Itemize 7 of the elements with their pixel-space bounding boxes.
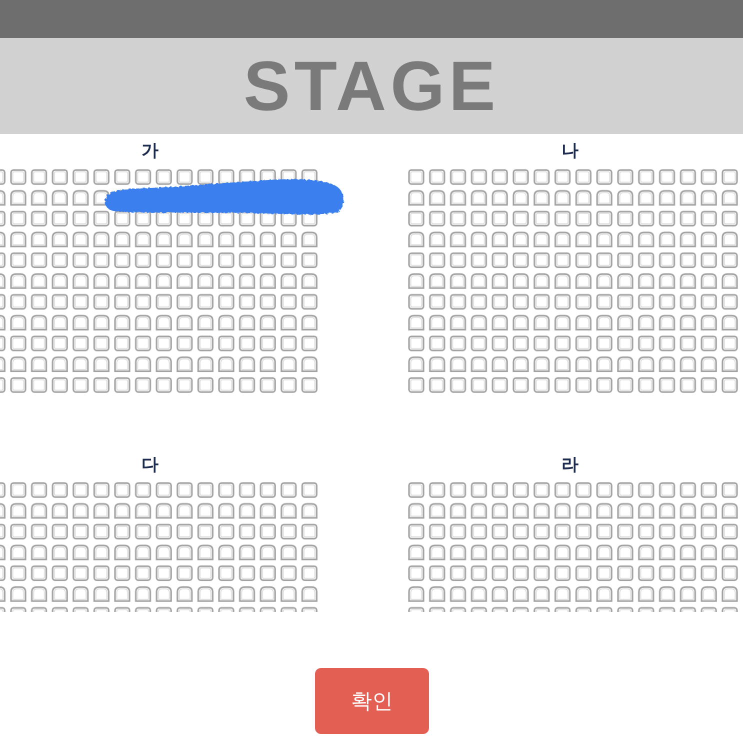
confirm-button: 확인	[315, 668, 429, 734]
stage-band	[0, 38, 743, 134]
stage-label: STAGE	[244, 51, 500, 121]
section-label: 나	[562, 143, 578, 160]
section-label: 라	[562, 457, 578, 474]
section-label: 다	[142, 457, 158, 474]
section-label: 가	[142, 143, 158, 160]
